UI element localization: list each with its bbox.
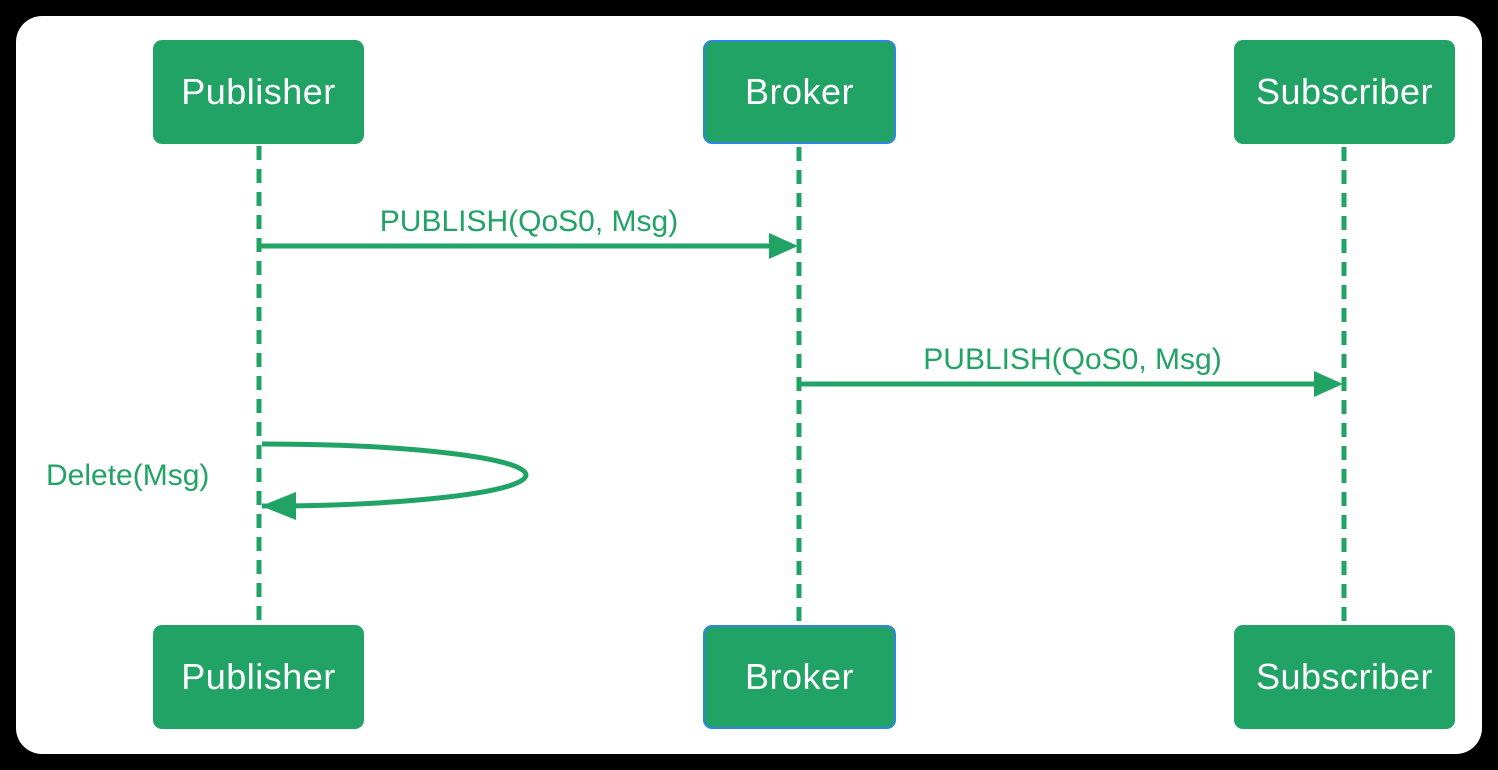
self-loop-curve [261,441,529,509]
message-label-publish-2[interactable]: PUBLISH(QoS0, Msg) [923,343,1222,376]
message-label-publish-1[interactable]: PUBLISH(QoS0, Msg) [379,205,679,238]
actor-subscriber-top[interactable]: Subscriber [1234,40,1455,144]
actor-broker-bottom[interactable]: Broker [703,625,896,729]
actor-broker-top[interactable]: Broker [703,40,896,144]
actor-label: Publisher [181,71,336,112]
arrowhead-right-icon [1314,371,1343,397]
arrowhead-right-icon [769,233,798,259]
actor-publisher-bottom[interactable]: Publisher [153,625,364,729]
actor-publisher-top[interactable]: Publisher [153,40,364,144]
actor-label: Broker [744,656,855,697]
actor-label: Publisher [181,656,336,697]
message-arrow-broker-to-subscriber[interactable] [801,371,1343,397]
message-label-delete[interactable]: Delete(Msg) [46,459,210,492]
actor-subscriber-bottom[interactable]: Subscriber [1234,625,1455,729]
message-arrow-publish-to-broker[interactable] [261,233,798,259]
actor-label: Subscriber [1255,71,1434,112]
arrowhead-left-icon [261,492,296,520]
message-self-loop-delete[interactable] [261,441,529,520]
actor-label: Broker [744,71,855,112]
actor-label: Subscriber [1255,656,1434,697]
